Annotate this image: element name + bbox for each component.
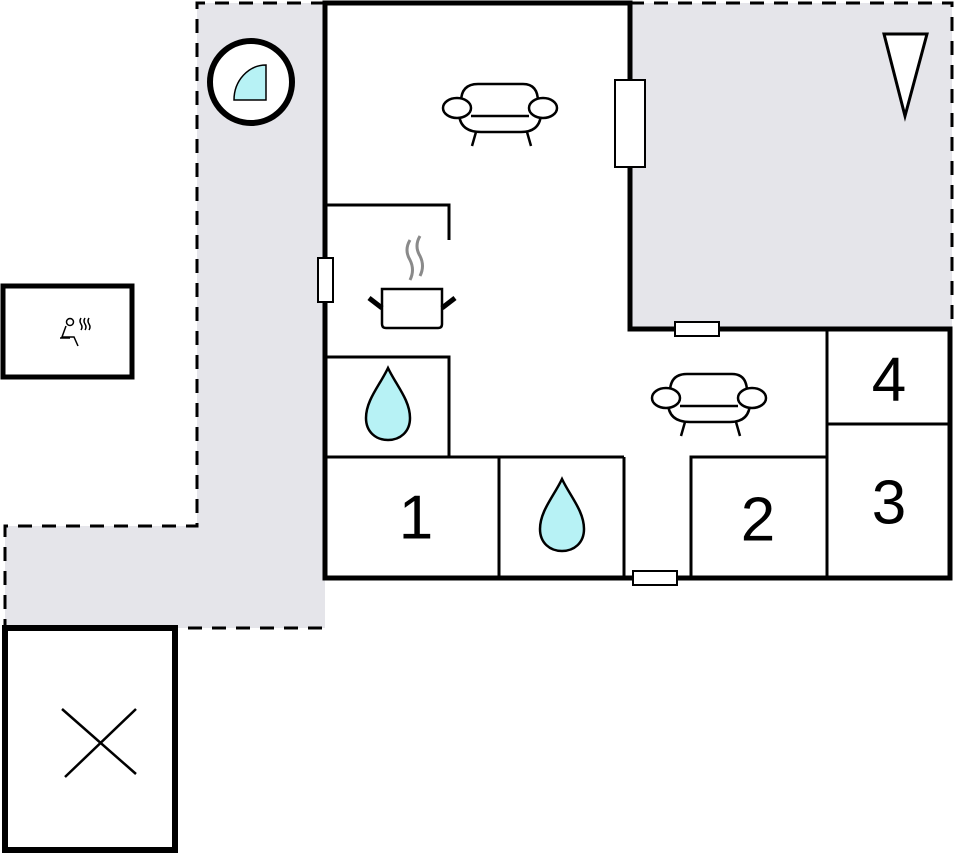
door-entrance: [632, 570, 678, 586]
windows: [317, 79, 720, 586]
room-label-3: 3: [872, 469, 906, 538]
water-drop-icon: [538, 476, 586, 553]
door-terrace: [674, 321, 720, 337]
house-outer-walls: [322, 0, 953, 581]
x-mark-icon: [61, 708, 137, 778]
terrace-left: [3, 1, 325, 630]
cooking-pot-icon: [367, 235, 457, 330]
window-east-living: [614, 79, 646, 168]
window-west-kitchen: [317, 257, 334, 303]
sofa-icon: [441, 82, 559, 147]
sauna-building: [0, 283, 135, 380]
north-arrow-icon: [882, 32, 929, 122]
shower-icon: [207, 38, 295, 126]
room-label-2: 2: [741, 486, 775, 555]
sofa-icon: [650, 372, 768, 437]
storage-shed: [2, 625, 178, 853]
sauna-icon: [60, 317, 91, 347]
room-label-4: 4: [872, 346, 906, 415]
interior-walls: [327, 203, 948, 577]
water-drop-icon: [364, 365, 412, 442]
room-label-1: 1: [399, 484, 433, 553]
